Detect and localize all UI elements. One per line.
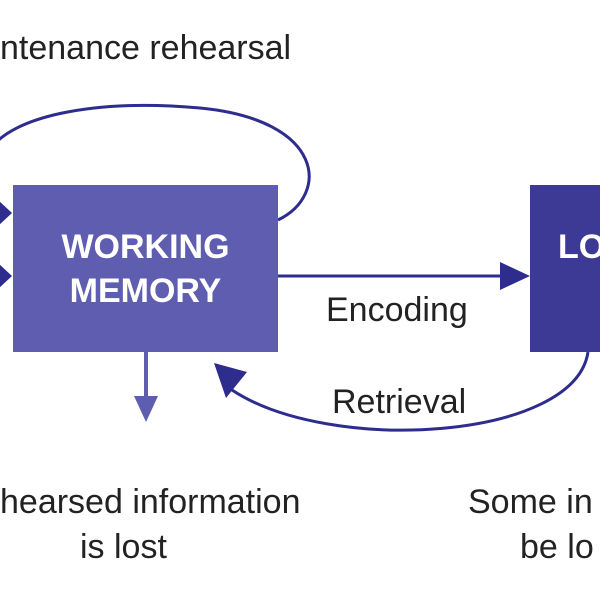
long-term-memory-box: LO M [530, 185, 600, 352]
retrieval-arrow [231, 351, 590, 432]
left-input-arrowhead-top [0, 201, 12, 225]
lost-down-arrowhead [134, 396, 158, 422]
working-memory-line2: MEMORY [69, 271, 222, 310]
left-input-arrowhead-middle [0, 264, 12, 288]
lost-note-line2: is lost [80, 528, 167, 566]
lost-note-line1: hearsed information [0, 483, 301, 521]
working-memory-box: WORKING MEMORY [13, 185, 278, 352]
working-memory-line1: WORKING [61, 227, 230, 266]
ltm-note-line2: be lo [520, 528, 594, 566]
maintenance-rehearsal-label: ntenance rehearsal [0, 29, 292, 67]
retrieval-arrowhead [214, 363, 247, 398]
encoding-label: Encoding [326, 291, 468, 329]
maintenance-loop-arrow [0, 103, 311, 222]
long-term-memory-line1: LO [558, 227, 600, 266]
retrieval-label: Retrieval [332, 383, 467, 421]
ltm-note-line1: Some in [468, 483, 593, 521]
encoding-arrowhead [500, 262, 530, 290]
long-term-memory-line2: M [558, 269, 600, 313]
